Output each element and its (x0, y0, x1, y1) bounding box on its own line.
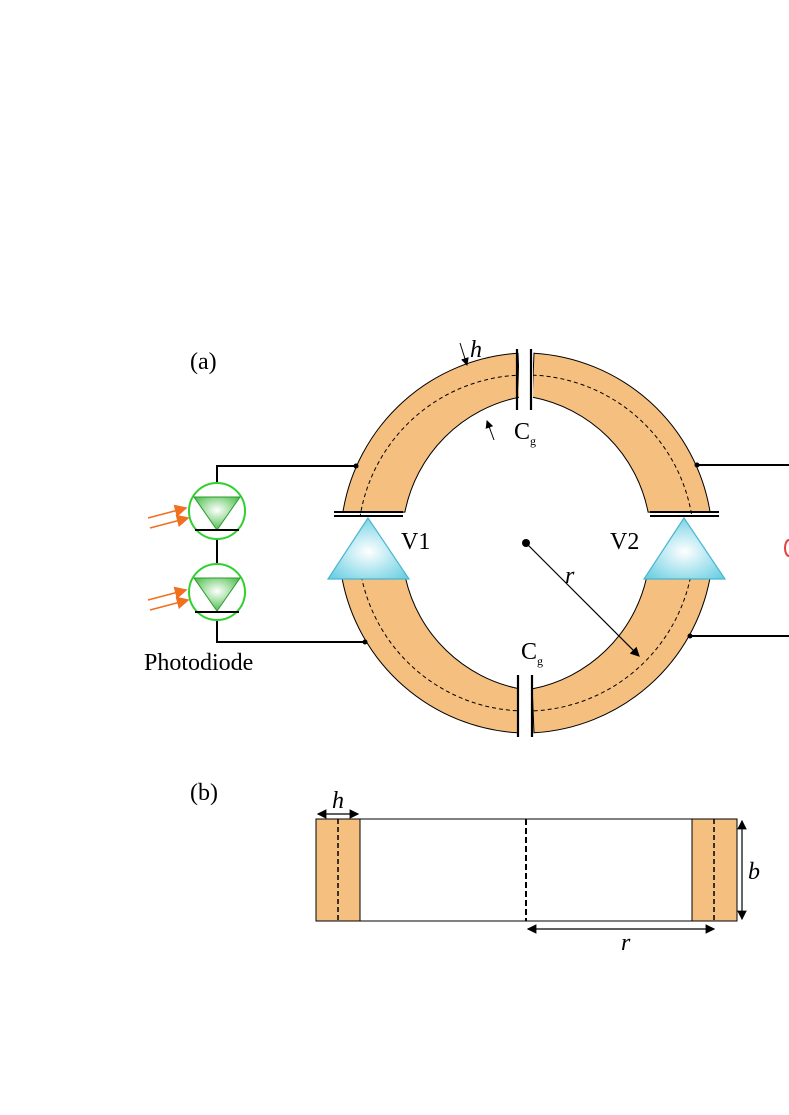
thickness-label-a: h (470, 337, 482, 363)
ring-segment-top-right (531, 352, 711, 513)
thickness-arrow-outer (459, 342, 469, 366)
thickness-label-b: h (332, 788, 344, 814)
ring-segment-bottom-left (341, 577, 521, 734)
gap-capacitor-bottom (516, 675, 534, 737)
ring-resonator (341, 352, 711, 734)
port-left-triangle (326, 516, 411, 580)
port-right-label: V2 (610, 529, 639, 555)
port-right (642, 511, 727, 580)
gap-capacitor-top (515, 349, 533, 410)
photodiode-wires (216, 465, 365, 643)
photodiode-lower (188, 563, 246, 621)
port-left (326, 511, 411, 580)
port-left-label: V1 (401, 529, 430, 555)
thickness-arrow-inner (485, 420, 495, 441)
panel-a-label: (a) (190, 349, 217, 375)
radius-label-b: r (621, 930, 631, 956)
right-wires (690, 464, 789, 637)
light-arrows-upper (147, 504, 190, 529)
photodiode-label: Photodiode (144, 650, 253, 676)
cg-label-bottom: Cg (521, 639, 543, 668)
radius-label-a: r (565, 563, 575, 589)
height-label-b: b (748, 859, 760, 885)
port-right-triangle (642, 516, 727, 580)
radius-arrow-a (525, 542, 640, 657)
ring-segment-bottom-right (531, 577, 711, 734)
ring-segment-top-left (342, 352, 521, 513)
offpage-element-edge (784, 539, 789, 557)
cross-section (315, 818, 738, 922)
panel-b-label: (b) (190, 780, 218, 806)
cg-label-top: Cg (514, 419, 536, 448)
photodiode-upper (188, 482, 246, 540)
light-arrows-lower (147, 586, 190, 611)
